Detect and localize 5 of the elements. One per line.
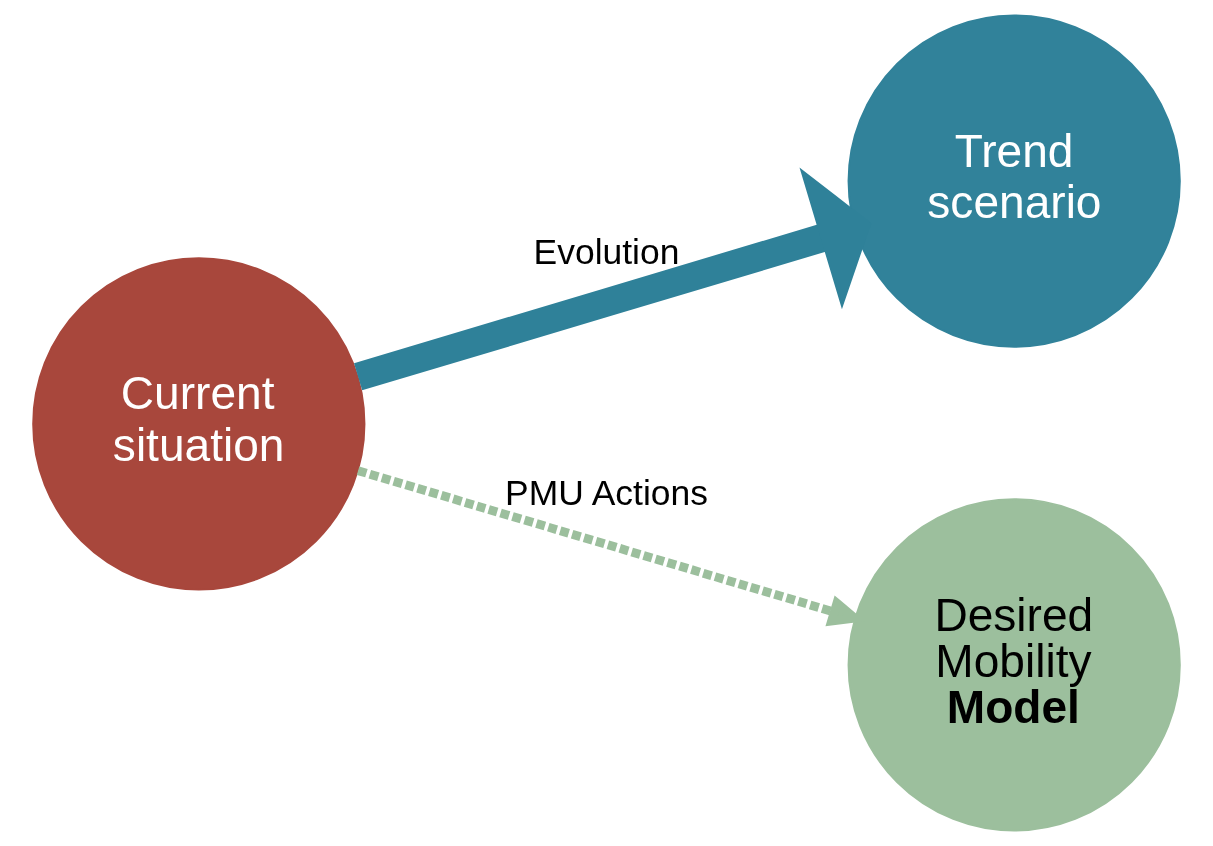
node-circle: Trend scenario: [847, 14, 1181, 348]
edge-label: Evolution: [533, 232, 680, 273]
edge-label: PMU Actions: [505, 473, 708, 514]
node-circle: Current situation: [32, 257, 366, 591]
node-circle: Desired Mobility Model: [847, 498, 1181, 832]
